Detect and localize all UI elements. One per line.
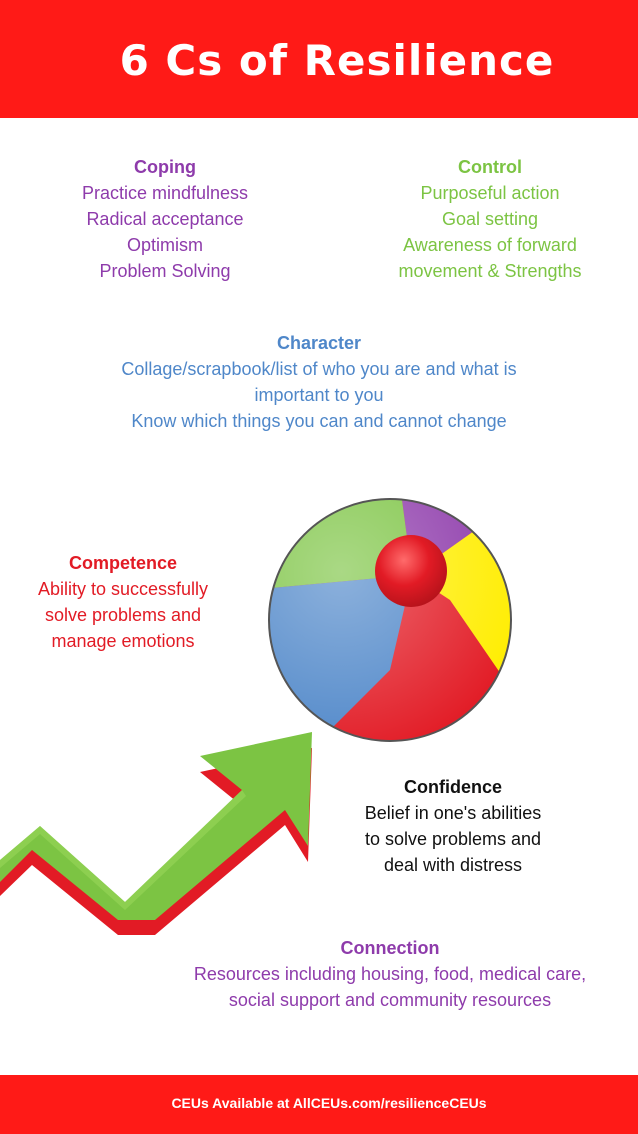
coping-line: Practice mindfulness: [81, 183, 249, 203]
character-line: Collage/scrapbook/list of who you are an…: [121, 359, 517, 379]
character-section: Character Collage/scrapbook/list of who …: [90, 330, 548, 434]
confidence-line: to solve problems and: [364, 829, 542, 849]
connection-line: Resources including housing, food, medic…: [193, 964, 587, 984]
ball-knob: [375, 535, 447, 607]
growth-arrow-icon: [0, 732, 312, 935]
competence-line: solve problems and: [44, 605, 202, 625]
header-banner: 6 Cs of Resilience: [0, 0, 638, 118]
competence-line: manage emotions: [51, 631, 195, 651]
footer-banner: CEUs Available at AllCEUs.com/resilience…: [0, 1075, 638, 1134]
competence-heading: Competence: [68, 553, 178, 573]
character-heading: Character: [276, 333, 362, 353]
coping-heading: Coping: [134, 157, 196, 177]
control-line: Awareness of forward: [403, 235, 577, 255]
page-title: 6 Cs of Resilience: [119, 36, 555, 85]
coping-line: Problem Solving: [99, 261, 231, 281]
character-line: Know which things you can and cannot cha…: [131, 411, 507, 431]
control-line: Purposeful action: [420, 183, 560, 203]
coping-line: Radical acceptance: [86, 209, 244, 229]
control-heading: Control: [458, 157, 522, 177]
coping-line: Optimism: [127, 235, 203, 255]
connection-heading: Connection: [340, 938, 440, 958]
control-line: Goal setting: [441, 209, 539, 229]
confidence-heading: Confidence: [403, 777, 502, 797]
character-line: important to you: [254, 385, 384, 405]
connection-line: social support and community resources: [228, 990, 552, 1010]
competence-section: Competence Ability to successfully solve…: [18, 550, 228, 654]
footer-text: CEUs Available at AllCEUs.com/resilience…: [171, 1095, 487, 1111]
control-line: movement & Strengths: [398, 261, 582, 281]
beach-ball-icon: [268, 498, 512, 742]
coping-section: Coping Practice mindfulness Radical acce…: [55, 154, 275, 284]
connection-section: Connection Resources including housing, …: [170, 935, 610, 1013]
competence-line: Ability to successfully: [37, 579, 209, 599]
confidence-line: deal with distress: [383, 855, 523, 875]
confidence-line: Belief in one's abilities: [364, 803, 542, 823]
control-section: Control Purposeful action Goal setting A…: [380, 154, 600, 284]
confidence-section: Confidence Belief in one's abilities to …: [343, 774, 563, 878]
